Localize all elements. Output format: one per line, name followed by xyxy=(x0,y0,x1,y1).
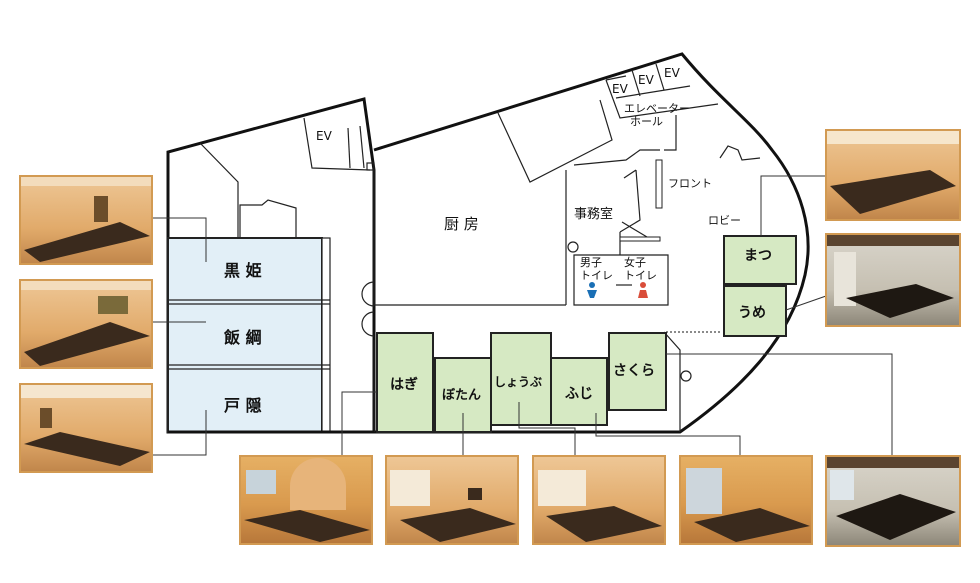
hagi-label: はぎ xyxy=(390,376,418,393)
hall-block xyxy=(167,237,323,433)
room-ume[interactable] xyxy=(723,285,787,337)
iizuna-label: 飯 綱 xyxy=(223,328,262,347)
room-fuji[interactable] xyxy=(550,357,608,426)
room-shoubu[interactable] xyxy=(490,332,552,426)
kitchen-label: 厨 房 xyxy=(444,215,479,233)
photo-matsu xyxy=(825,129,961,221)
elevator-hall-label-1: エレベーター xyxy=(624,102,690,115)
ev-label-1: EV xyxy=(612,82,629,96)
office-label: 事務室 xyxy=(574,206,613,222)
men-toilet-label-2: トイレ xyxy=(580,269,613,282)
photo-shoubu xyxy=(532,455,666,545)
small-rooms xyxy=(376,235,797,433)
men-toilet-label-1: 男子 xyxy=(580,256,602,269)
men-toilet-icon xyxy=(587,282,597,298)
area-labels: エレベーター ホール 厨 房 フロント ロビー 事務室 男子 トイレ 女子 トイ… xyxy=(444,102,741,282)
photo-ume xyxy=(825,233,961,327)
ev-label-left: EV xyxy=(316,129,333,143)
ev-label-3: EV xyxy=(664,66,681,80)
photo-kuro-hime xyxy=(19,175,153,265)
lobby-label: ロビー xyxy=(708,214,741,227)
shoubu-label: しょうぶ xyxy=(494,375,542,389)
ev-label-2: EV xyxy=(638,73,655,87)
women-toilet-label-2: トイレ xyxy=(624,269,657,282)
photo-iizuna xyxy=(19,279,153,369)
photo-togakushi xyxy=(19,383,153,473)
room-matsu[interactable] xyxy=(723,235,797,285)
leader-lines xyxy=(152,175,893,456)
right-wing-wall xyxy=(373,52,810,434)
front-label: フロント xyxy=(668,177,712,190)
photo-sakura xyxy=(825,455,961,547)
matsu-label: まつ xyxy=(744,248,772,264)
ume-label: うめ xyxy=(738,305,766,321)
kuro-hime-label: 黒 姫 xyxy=(224,261,262,280)
room-labels: 黒 姫 飯 綱 戸 隠 まつ うめ はぎ ぼたん しょうぶ ふじ さくら xyxy=(223,248,772,415)
women-toilet-label-1: 女子 xyxy=(624,255,646,269)
sakura-label: さくら xyxy=(613,363,655,379)
large-halls xyxy=(167,237,374,434)
fuji-label: ふじ xyxy=(565,386,593,402)
botan-label: ぼたん xyxy=(442,388,481,403)
room-hagi[interactable] xyxy=(376,332,434,433)
room-sakura[interactable] xyxy=(608,332,667,411)
elevator-boxes: EV EV EV EV xyxy=(316,66,681,143)
interior-walls xyxy=(199,63,761,432)
togakushi-label: 戸 隠 xyxy=(224,396,262,415)
photo-fuji xyxy=(679,455,813,545)
photo-botan xyxy=(385,455,519,545)
elevator-hall-label-2: ホール xyxy=(630,115,663,128)
photo-hagi xyxy=(239,455,373,545)
women-toilet-icon xyxy=(638,282,648,298)
